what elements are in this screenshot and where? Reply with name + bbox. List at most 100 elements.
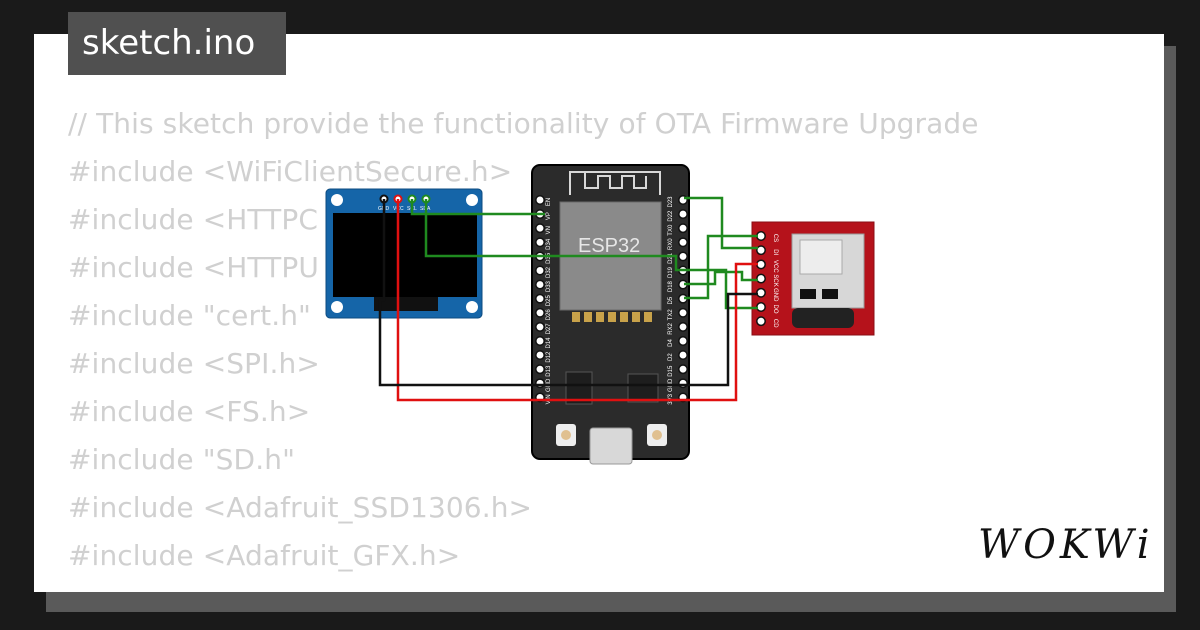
usb-chip [627,373,659,403]
pin-label: D14 [546,337,552,349]
pin-label: D25 [546,295,552,307]
code-line: #include <Adafruit_SSD1306.h> [68,491,533,524]
pin-label: CD [772,319,778,328]
pin-d2[interactable] [678,350,688,361]
code-line: #include <WiFiClientSecure.h> [68,155,513,188]
code-listing: // This sketch provide the functionality… [68,100,979,592]
wire-sck [684,270,758,286]
pin-label: D12 [546,351,552,363]
pin-sck[interactable] [756,273,766,284]
pin-label: RX0 [668,238,674,250]
sd-socket-spring [799,239,843,275]
pin-tx2[interactable] [678,307,688,318]
pin-label: VN [546,226,552,234]
code-line: #include <HTTPU [68,251,319,284]
pin-vcc[interactable] [756,259,766,270]
code-line: #include "cert.h" [68,299,312,332]
file-title: sketch.ino [68,12,286,75]
mount-hole [466,301,478,313]
pin-d15[interactable] [678,364,688,375]
sd-card-slot [792,308,854,328]
code-line: #include "SD.h" [68,443,296,476]
pin-label: D18 [668,280,674,292]
pin-label: RX2 [668,322,674,334]
sd-contact [800,289,816,299]
wokwi-logo: WOKWi [978,522,1154,568]
pin-d12[interactable] [535,350,545,361]
oled-ribbon [374,297,438,311]
pin-vn[interactable] [535,223,545,234]
pin-d21[interactable] [678,251,688,262]
esp32-board[interactable]: ESP32 ENVPVND34D35D32D33D25D26D27D14D12D… [531,164,690,465]
wire-gnd [378,199,758,387]
pin-cs[interactable] [756,231,766,241]
pin-label: D32 [546,266,552,278]
wire-cs [684,234,758,300]
pin-label: D21 [668,252,674,264]
pin-rx0[interactable] [678,237,688,248]
pin-d34[interactable] [535,237,545,248]
antenna-trace [569,171,661,195]
pin-label: DO [772,305,778,314]
wires [378,196,758,402]
pin-d32[interactable] [535,265,545,276]
pin-rx2[interactable] [678,321,688,332]
pin-label: TX2 [668,309,674,321]
pin-label: GND [772,288,778,302]
pin-cd[interactable] [756,316,766,327]
pin-label: D34 [546,238,552,250]
pin-label: D26 [546,309,552,321]
code-line: #include <SPI.h> [68,347,320,380]
mount-hole [466,194,478,206]
pin-di[interactable] [756,245,766,256]
pin-label: D13 [546,365,552,377]
pin-d4[interactable] [678,336,688,346]
wire-scl [410,199,545,216]
pin-label: D15 [668,365,674,377]
pin-d13[interactable] [535,364,545,375]
en-button-cap [652,430,662,440]
code-line: // This sketch provide the functionality… [68,107,979,140]
usb-port [589,427,633,465]
pin-label: D23 [668,196,674,208]
pin-label: D2 [668,353,674,361]
wire-sda [424,199,684,272]
code-line: #include <HTTPC [68,203,318,236]
pin-label: D19 [668,266,674,278]
oled-display[interactable]: GND VCC SCL SDA [325,188,483,319]
pin-label: DI [772,249,778,255]
pin-label: D4 [668,339,674,347]
pin-d33[interactable] [535,279,545,290]
mount-hole [331,301,343,313]
pin-d25[interactable] [535,293,545,304]
pin-d27[interactable] [535,321,545,332]
pin-label: D35 [546,252,552,264]
pin-tx0[interactable] [678,223,688,234]
wire-mosi [684,196,758,250]
pin-label: VP [546,212,552,220]
pin-label: SCK [772,274,778,286]
pin-label: CS [772,234,778,242]
pin-do[interactable] [756,302,766,312]
pin-d14[interactable] [535,336,545,346]
boot-button-cap [561,430,571,440]
pin-label: D27 [546,323,552,335]
sd-contact [822,289,838,299]
pin-label: VCC [772,260,778,273]
wire-vcc [396,199,758,402]
pin-d22[interactable] [678,209,688,220]
pin-en[interactable] [535,195,545,205]
code-line: #include <Adafruit_GFX.h> [68,539,461,572]
pin-gnd[interactable] [756,287,766,298]
esp32-label: ESP32 [578,235,640,257]
regulator-chip [565,371,593,405]
pin-d26[interactable] [535,307,545,318]
pin-label: TX0 [668,224,674,236]
code-line: #include <Wire.h> [68,580,979,592]
pin-label: D22 [668,210,674,222]
pin-label: D33 [546,280,552,292]
module-pads [572,312,652,322]
